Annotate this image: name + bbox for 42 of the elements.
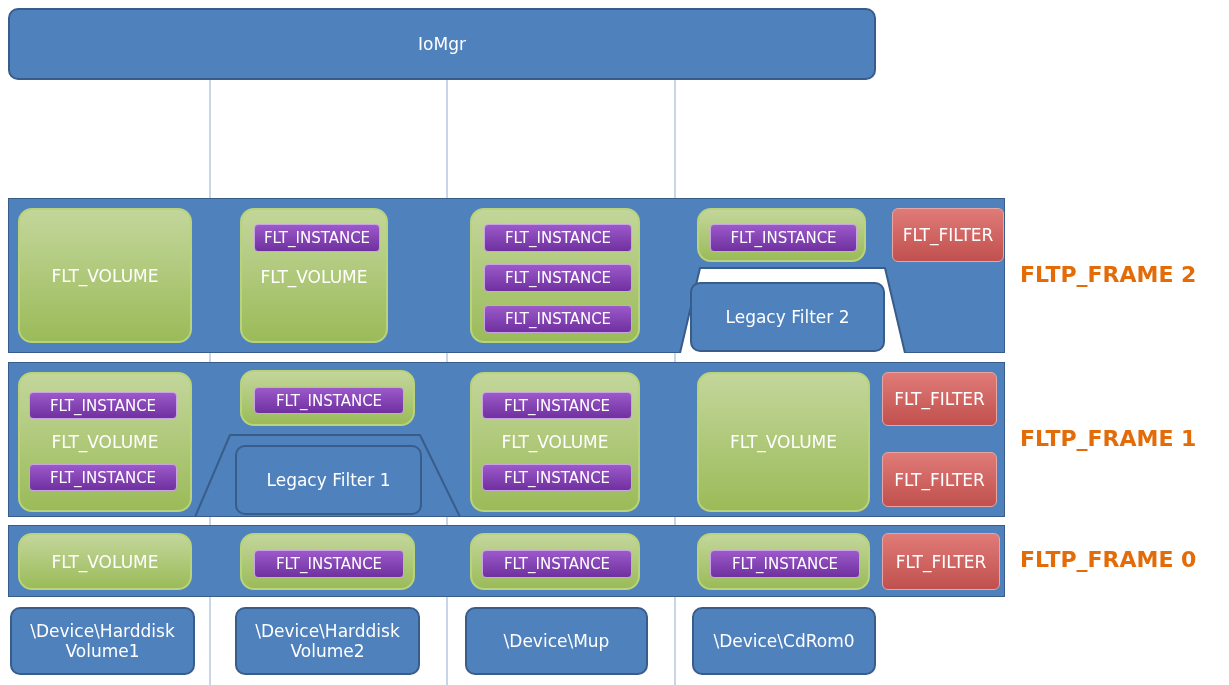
instance-tag: FLT_INSTANCE: [254, 550, 404, 578]
volume-box: [470, 372, 640, 512]
volume-box: FLT_VOLUME: [697, 372, 870, 512]
volume-box: [240, 370, 415, 426]
process-box: Legacy Filter 2: [690, 282, 885, 352]
volume-box: [470, 208, 640, 343]
filter-box: FLT_FILTER: [882, 533, 1000, 590]
volume-box: [470, 533, 640, 590]
frame-label: FLTP_FRAME 1: [1020, 425, 1197, 451]
instance-tag: FLT_INSTANCE: [482, 464, 632, 491]
process-box: \Device\CdRom0: [692, 607, 876, 675]
instance-tag: FLT_INSTANCE: [482, 392, 632, 419]
filter-box: FLT_FILTER: [882, 372, 997, 426]
volume-box: FLT_VOLUME: [18, 208, 192, 343]
process-box: \Device\Harddisk Volume2: [235, 607, 420, 675]
instance-tag: FLT_INSTANCE: [484, 305, 632, 333]
instance-tag: FLT_INSTANCE: [484, 224, 632, 252]
instance-tag: FLT_INSTANCE: [482, 550, 632, 578]
volume-box: [697, 533, 870, 590]
frame-label: FLTP_FRAME 2: [1020, 261, 1197, 287]
filter-box: FLT_FILTER: [892, 208, 1004, 262]
filter-box: FLT_FILTER: [882, 452, 997, 507]
process-box: Legacy Filter 1: [235, 445, 422, 515]
volume-box: FLT_VOLUME: [18, 533, 192, 590]
instance-tag: FLT_INSTANCE: [29, 464, 177, 491]
volume-label: FLT_VOLUME: [500, 432, 610, 452]
volume-box: [18, 372, 192, 512]
frame-label: FLTP_FRAME 0: [1020, 547, 1197, 572]
instance-tag: FLT_INSTANCE: [484, 264, 632, 292]
instance-tag: FLT_INSTANCE: [710, 224, 857, 252]
process-box: IoMgr: [8, 8, 876, 80]
volume-label: FLT_VOLUME: [259, 267, 369, 287]
instance-tag: FLT_INSTANCE: [29, 392, 177, 419]
process-box: \Device\Harddisk Volume1: [10, 607, 195, 675]
instance-tag: FLT_INSTANCE: [710, 550, 860, 578]
volume-box: [697, 208, 866, 262]
process-box: \Device\Mup: [465, 607, 648, 675]
instance-tag: FLT_INSTANCE: [254, 387, 404, 414]
volume-box: [240, 208, 388, 343]
instance-tag: FLT_INSTANCE: [254, 224, 380, 252]
volume-label: FLT_VOLUME: [50, 432, 160, 452]
volume-box: [240, 533, 415, 590]
